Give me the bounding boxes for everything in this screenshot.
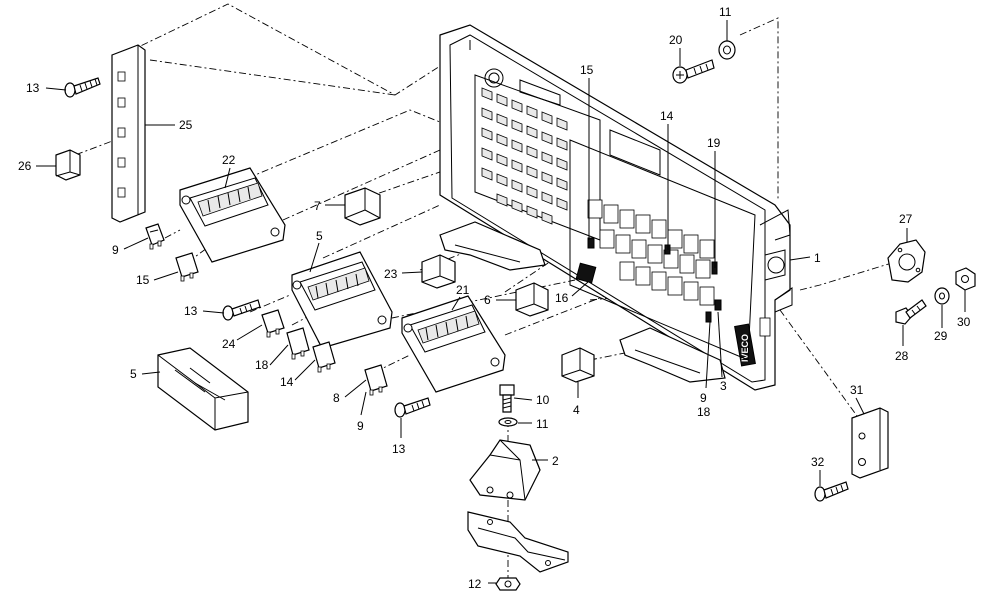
part-26-small-connector xyxy=(55,149,81,181)
callout-19: 19 xyxy=(707,136,721,150)
callout-32: 32 xyxy=(811,455,825,469)
part-15-blade-fuse-a xyxy=(175,252,199,282)
part-10-bolt xyxy=(499,384,515,413)
callout-18-a: 18 xyxy=(255,358,269,372)
part-8-blade-fuse xyxy=(364,364,388,396)
callout-16: 16 xyxy=(555,291,569,305)
callout-22: 22 xyxy=(222,153,236,167)
part-32-screw xyxy=(814,481,849,502)
brand-mark-text: IVECO xyxy=(740,334,750,362)
part-5-cover xyxy=(157,347,249,431)
callout-leader-lines xyxy=(36,20,966,584)
callout-4: 4 xyxy=(573,403,580,417)
relay-panel-components xyxy=(575,199,722,323)
box-stand-legs xyxy=(439,221,726,383)
callout-28: 28 xyxy=(895,349,909,363)
callout-9-a: 9 xyxy=(112,243,119,257)
part-6-relay xyxy=(515,282,549,317)
callout-9-b: 9 xyxy=(357,419,364,433)
callout-31: 31 xyxy=(850,383,864,397)
callout-12: 12 xyxy=(468,577,482,591)
callout-9-c: 9 xyxy=(700,391,707,405)
callout-10: 10 xyxy=(536,393,550,407)
callout-25: 25 xyxy=(179,118,193,132)
part-30-nut xyxy=(955,267,976,291)
part-11-washer-a xyxy=(718,40,736,60)
part-4-relay xyxy=(561,347,595,383)
callout-26: 26 xyxy=(18,159,32,173)
callout-27: 27 xyxy=(899,212,913,226)
callout-11-b: 11 xyxy=(536,417,549,431)
callout-5-a: 5 xyxy=(316,229,323,243)
part-14-blade-fuse-a xyxy=(312,341,336,373)
part-7-mini-relay xyxy=(344,187,381,226)
callout-6: 6 xyxy=(484,293,491,307)
part-24-blade-fuse xyxy=(261,309,285,338)
callout-30: 30 xyxy=(957,315,971,329)
part-18-blade-fuse-a xyxy=(286,327,310,360)
callout-1: 1 xyxy=(814,251,821,265)
part-12-rail-and-nut xyxy=(467,511,569,591)
part-31-side-clamp xyxy=(851,407,889,479)
callout-15-a: 15 xyxy=(136,273,150,287)
callout-24: 24 xyxy=(222,337,236,351)
part-9-blade-fuse-a xyxy=(145,223,165,250)
callout-15-b: 15 xyxy=(580,63,594,77)
part-20-screw xyxy=(672,59,715,84)
callout-14-b: 14 xyxy=(660,109,674,123)
fuse-slot-grid xyxy=(481,87,568,225)
callout-13-b: 13 xyxy=(184,304,198,318)
part-28-bolt xyxy=(895,299,927,325)
callout-labels: 13 25 26 22 9 15 7 5 13 24 18 14 5 23 21… xyxy=(18,5,971,591)
callout-23: 23 xyxy=(384,267,398,281)
callout-11-a: 11 xyxy=(719,5,732,19)
part-27-flange-plate xyxy=(887,239,926,283)
part-29-washer xyxy=(934,287,950,305)
callout-2: 2 xyxy=(552,454,559,468)
part-13-screw-a xyxy=(64,77,101,98)
part-5-fuse-holder-connector xyxy=(291,251,393,349)
callout-8: 8 xyxy=(333,391,340,405)
callout-18-b: 18 xyxy=(697,405,711,419)
callout-13-c: 13 xyxy=(392,442,406,456)
callout-14-a: 14 xyxy=(280,375,294,389)
part-13-screw-c xyxy=(394,397,431,418)
callout-20: 20 xyxy=(669,33,683,47)
callout-5-b: 5 xyxy=(130,367,137,381)
callout-29: 29 xyxy=(934,329,948,343)
part-21-fuse-holder-connector xyxy=(401,295,506,393)
callout-13-a: 13 xyxy=(26,81,40,95)
part-25-vertical-connector-strip xyxy=(111,44,146,223)
brand-badge: IVECO xyxy=(734,323,756,367)
callout-7: 7 xyxy=(314,199,321,213)
part-2-mounting-bracket xyxy=(469,439,541,501)
callout-21: 21 xyxy=(456,283,470,297)
callout-3: 3 xyxy=(720,379,727,393)
part-22-fuse-holder-connector xyxy=(179,167,286,263)
part-23-relay xyxy=(421,254,456,289)
part-11-washer-b xyxy=(498,417,518,427)
